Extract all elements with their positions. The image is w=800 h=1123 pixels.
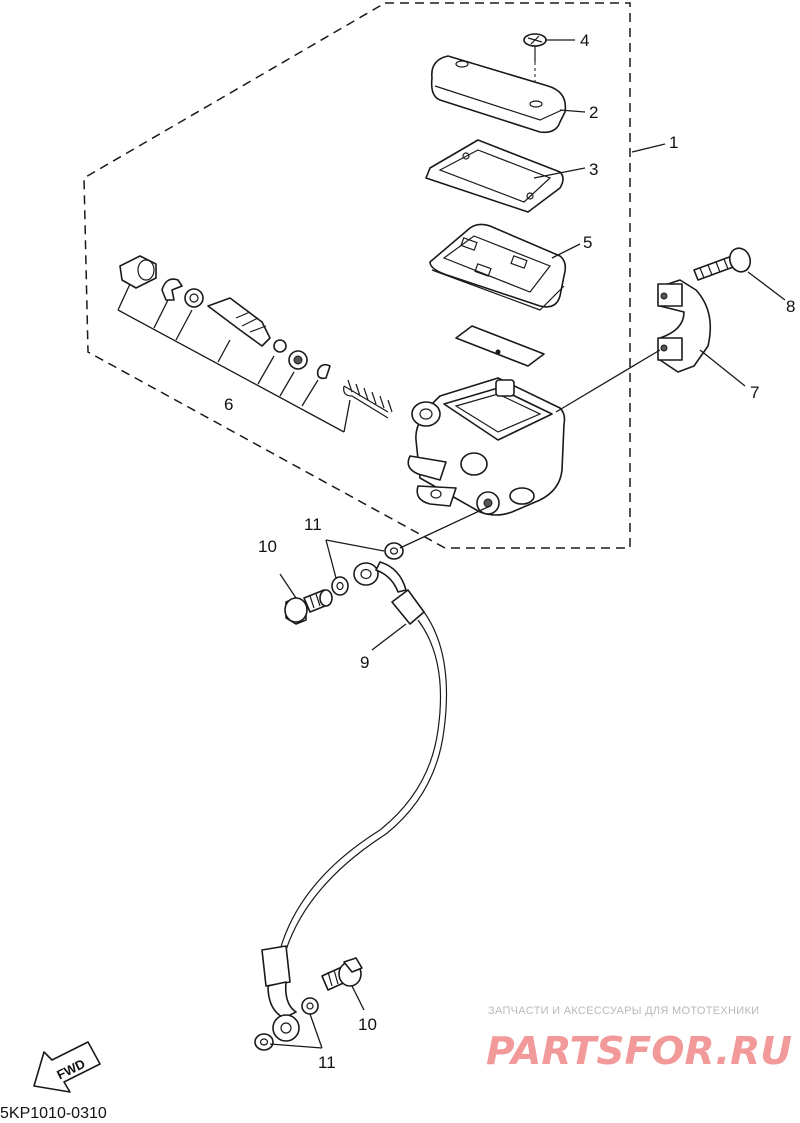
part-3-diaphragm-plate [425,139,564,213]
part-11-washers-top [331,542,404,596]
callout-1: 1 [669,133,678,152]
callout-6: 6 [224,395,233,414]
callout-4: 4 [580,31,589,50]
fwd-arrow-icon: FWD [33,1041,101,1093]
callout-10-bottom: 10 [358,1015,377,1034]
part-6-leaders [117,283,351,433]
callout-leaders [269,39,786,1049]
callout-8: 8 [786,297,795,316]
protector-sheet [455,325,545,367]
callout-5: 5 [583,233,592,252]
callout-7: 7 [750,383,759,402]
watermark-logo: PARTSFOR.RU [486,1029,792,1073]
callout-11-top: 11 [304,515,322,534]
callout-11-bottom: 11 [318,1053,336,1072]
callout-3: 3 [589,160,598,179]
part-11-washers-bottom [254,997,319,1051]
assembly-boundary [83,2,631,549]
part-10-banjo-bolt-top [284,589,333,625]
diagram-code: 5KP1010-0310 [0,1105,107,1122]
callout-10-top: 10 [258,537,277,556]
part-7-clamp-holder [657,279,712,373]
callout-9: 9 [360,653,369,672]
part-6-piston-kit [119,255,393,419]
part-9-brake-hose [261,561,448,1042]
part-5-diaphragm [429,223,567,311]
part-8-clamp-bolt [693,247,752,281]
part-4-screw [523,33,547,102]
part-2-reservoir-cap [430,55,567,134]
part-10-banjo-bolt-bottom [321,957,363,991]
callout-2: 2 [589,103,598,122]
watermark-tagline: ЗАПЧАСТИ И АКСЕССУАРЫ ДЛЯ МОТОТЕХНИКИ [488,1005,759,1017]
part-1-master-cylinder-body [407,377,566,516]
